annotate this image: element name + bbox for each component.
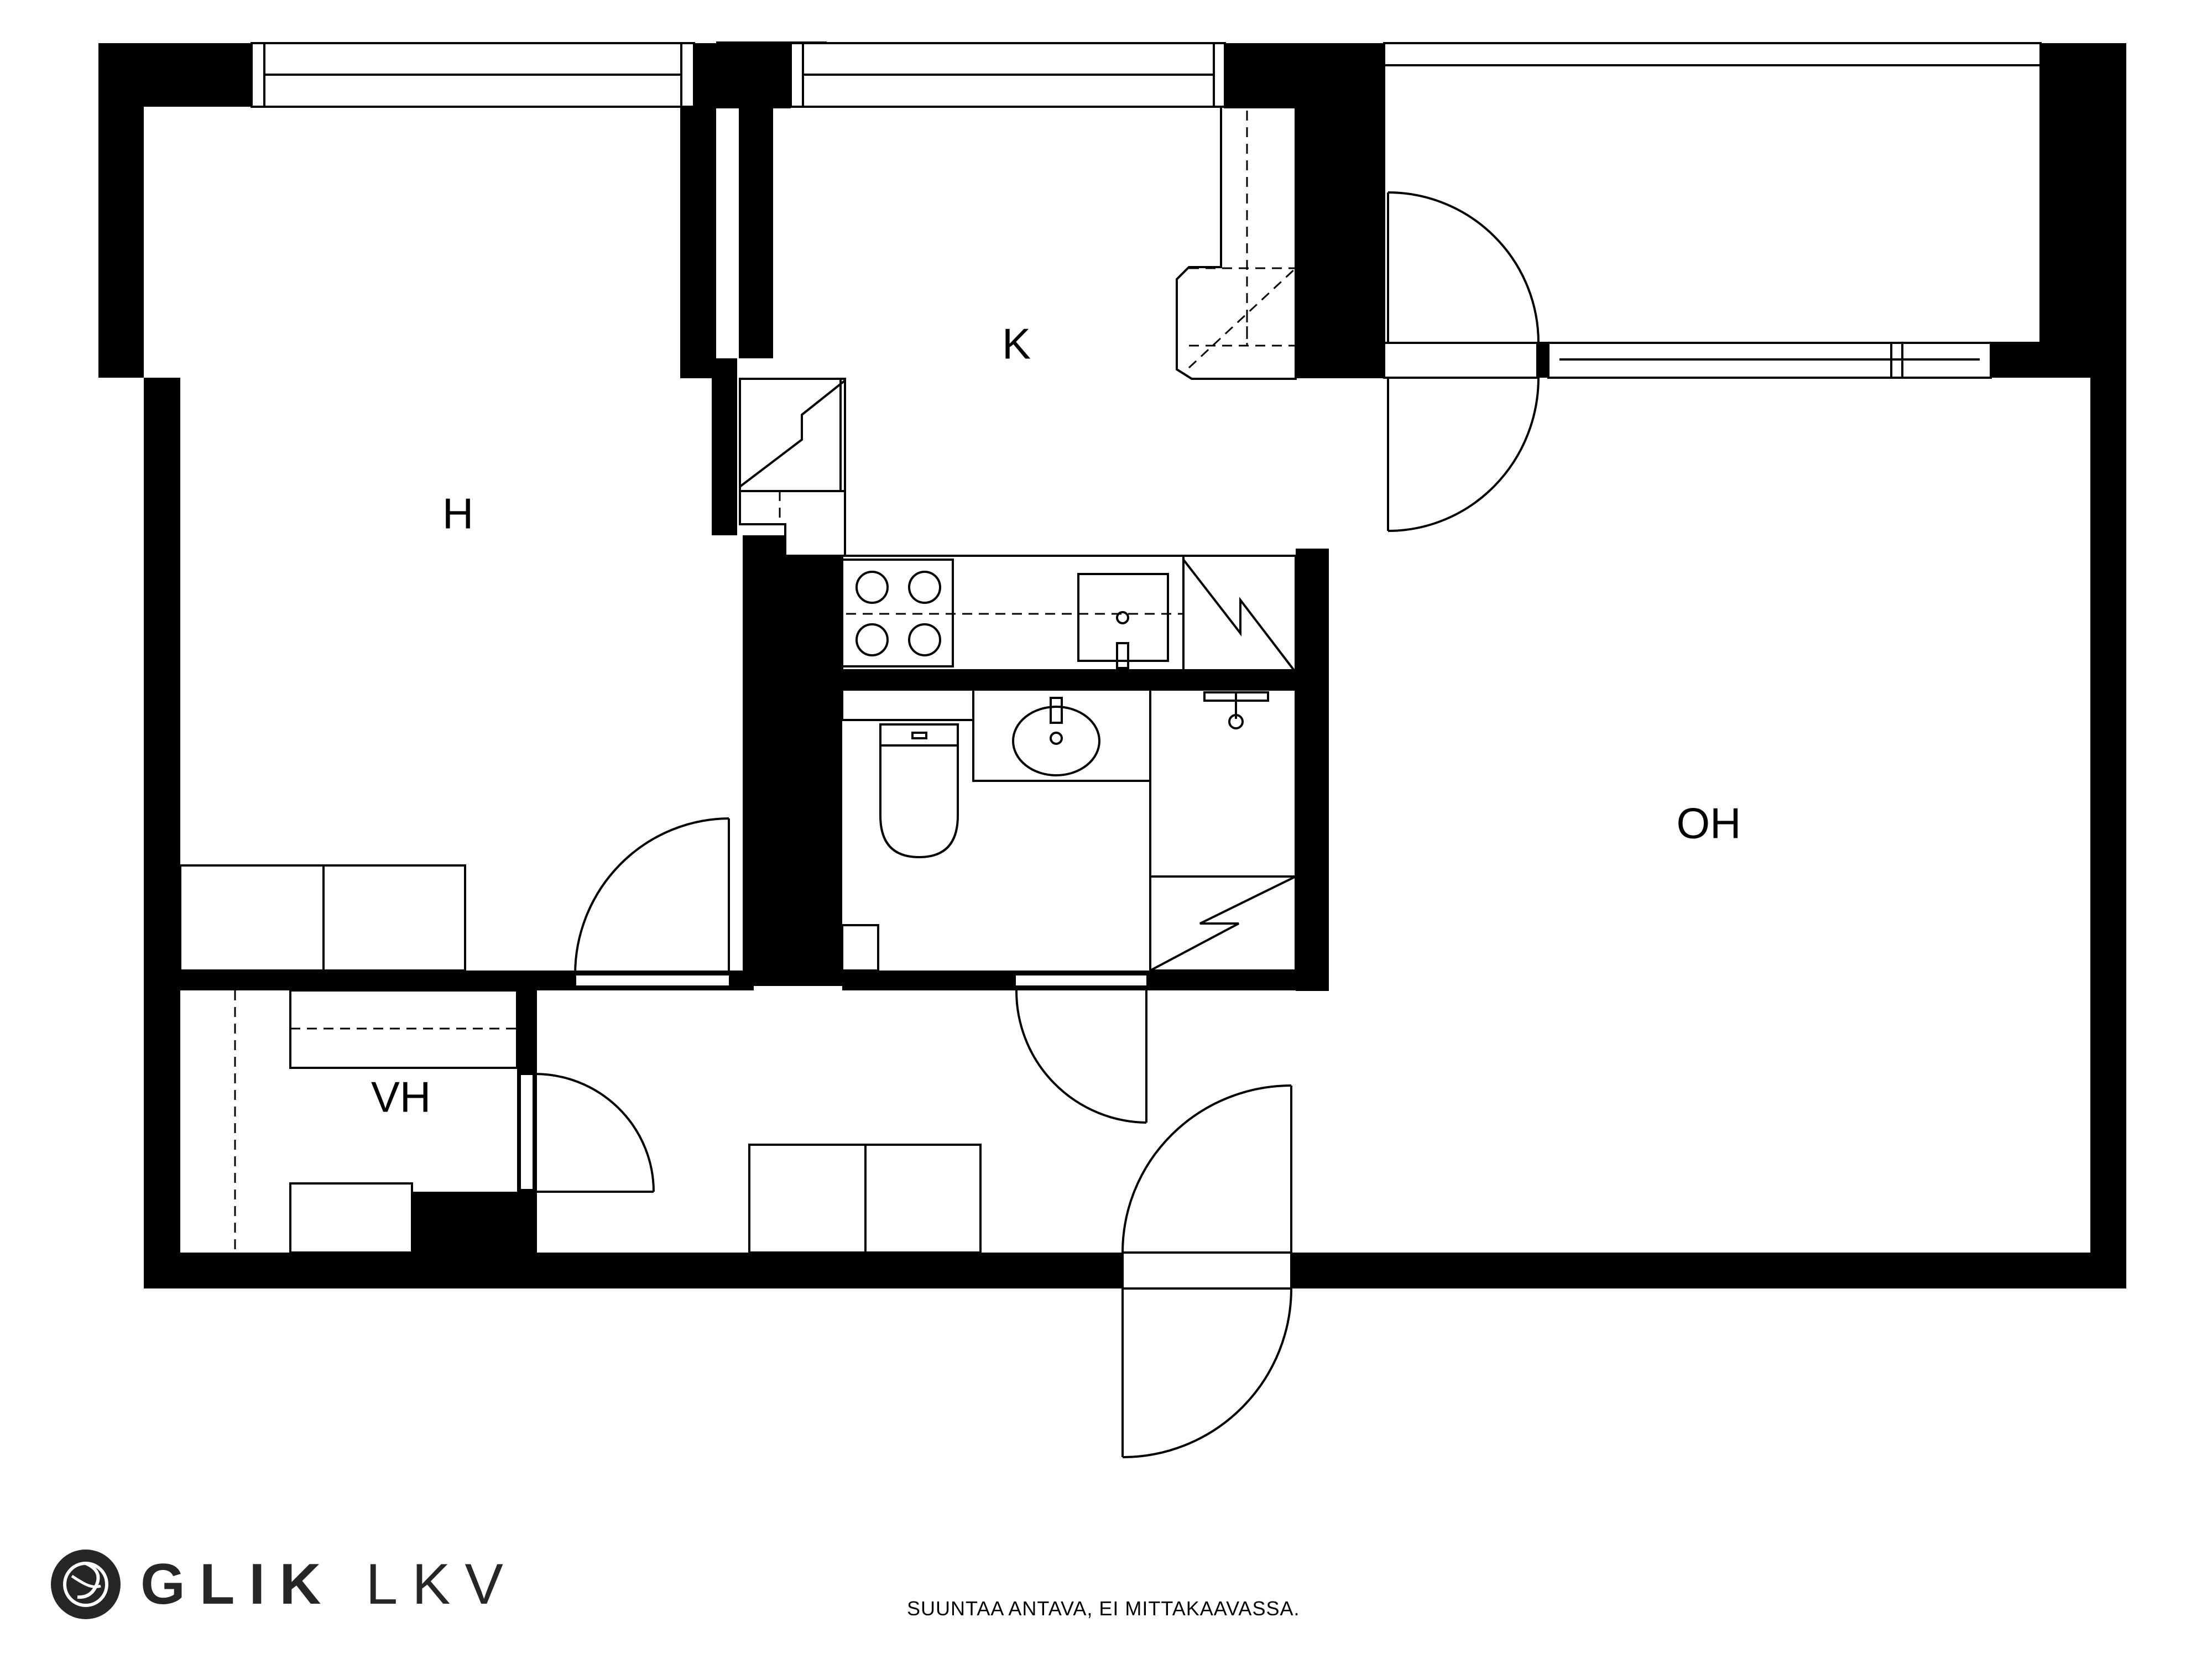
toilet — [879, 723, 959, 747]
bathroom-fixtures — [841, 688, 1297, 972]
glik-logo-icon — [51, 1550, 121, 1619]
kitchen-sink — [1077, 573, 1169, 662]
balcony — [1383, 64, 2042, 379]
bathroom-sink — [1012, 706, 1100, 776]
kitchen-fixtures — [739, 106, 1297, 671]
closet-fixtures — [234, 989, 518, 1254]
stove-burner — [855, 623, 889, 656]
doors — [519, 191, 1540, 1458]
brand-logo: GLIK LKV — [50, 1543, 518, 1626]
stove-burner — [855, 571, 889, 604]
disclaimer-text: SUUNTAA ANTAVA, EI MITTAKAAVASSA. — [907, 1597, 1300, 1620]
stove-burner — [908, 571, 941, 604]
hallway-furniture — [748, 1144, 982, 1254]
brand-name-bold: GLIK — [140, 1552, 336, 1616]
bedroom-furniture — [179, 864, 466, 972]
windows — [251, 42, 2042, 379]
room-label-living-room: OH — [1677, 799, 1741, 848]
room-label-kitchen: K — [1002, 320, 1031, 368]
room-label-closet: VH — [371, 1073, 431, 1121]
brand-name-light: LKV — [366, 1552, 518, 1616]
stove-burner — [908, 623, 941, 656]
brand-name: GLIK LKV — [140, 1552, 518, 1618]
room-label-bedroom: H — [442, 489, 473, 538]
interior-walls — [180, 107, 1329, 1253]
